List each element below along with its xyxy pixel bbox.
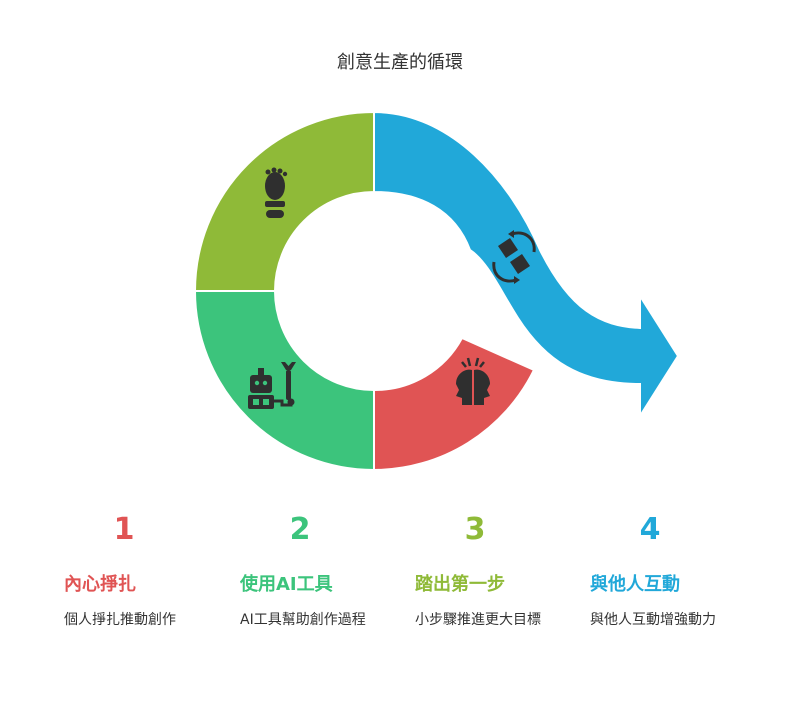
segment-step-2 [193, 290, 375, 472]
step-3-number: 3 [464, 512, 486, 547]
step-4: 4 與他人互動 與他人互動增強動力 [590, 510, 770, 630]
step-1-number: 1 [113, 512, 135, 547]
step-3-description: 小步驟推進更大目標 [415, 612, 541, 628]
step-3: 3 踏出第一步 小步驟推進更大目標 [415, 510, 595, 630]
step-3-title: 踏出第一步 [415, 574, 505, 595]
step-4-description: 與他人互動增強動力 [590, 612, 716, 628]
step-2-number: 2 [289, 512, 311, 547]
segment-step-1 [373, 336, 536, 472]
robot-wrench-icon [248, 362, 296, 409]
step-1-description: 個人掙扎推動創作 [64, 612, 176, 628]
step-4-title: 與他人互動 [590, 574, 680, 595]
step-1: 1 內心掙扎 個人掙扎推動創作 [64, 510, 244, 630]
footprint-icon [265, 167, 288, 218]
collaboration-icon [492, 230, 536, 284]
step-2: 2 使用AI工具 AI工具幫助創作過程 [240, 510, 420, 630]
diagram-title: 創意生產的循環 [337, 52, 463, 73]
step-4-number: 4 [639, 512, 661, 547]
step-2-description: AI工具幫助創作過程 [240, 612, 366, 628]
step-2-title: 使用AI工具 [240, 574, 333, 595]
step-1-title: 內心掙扎 [64, 574, 136, 595]
segment-step-3 [193, 110, 375, 292]
struggling-heads-icon [456, 357, 490, 405]
